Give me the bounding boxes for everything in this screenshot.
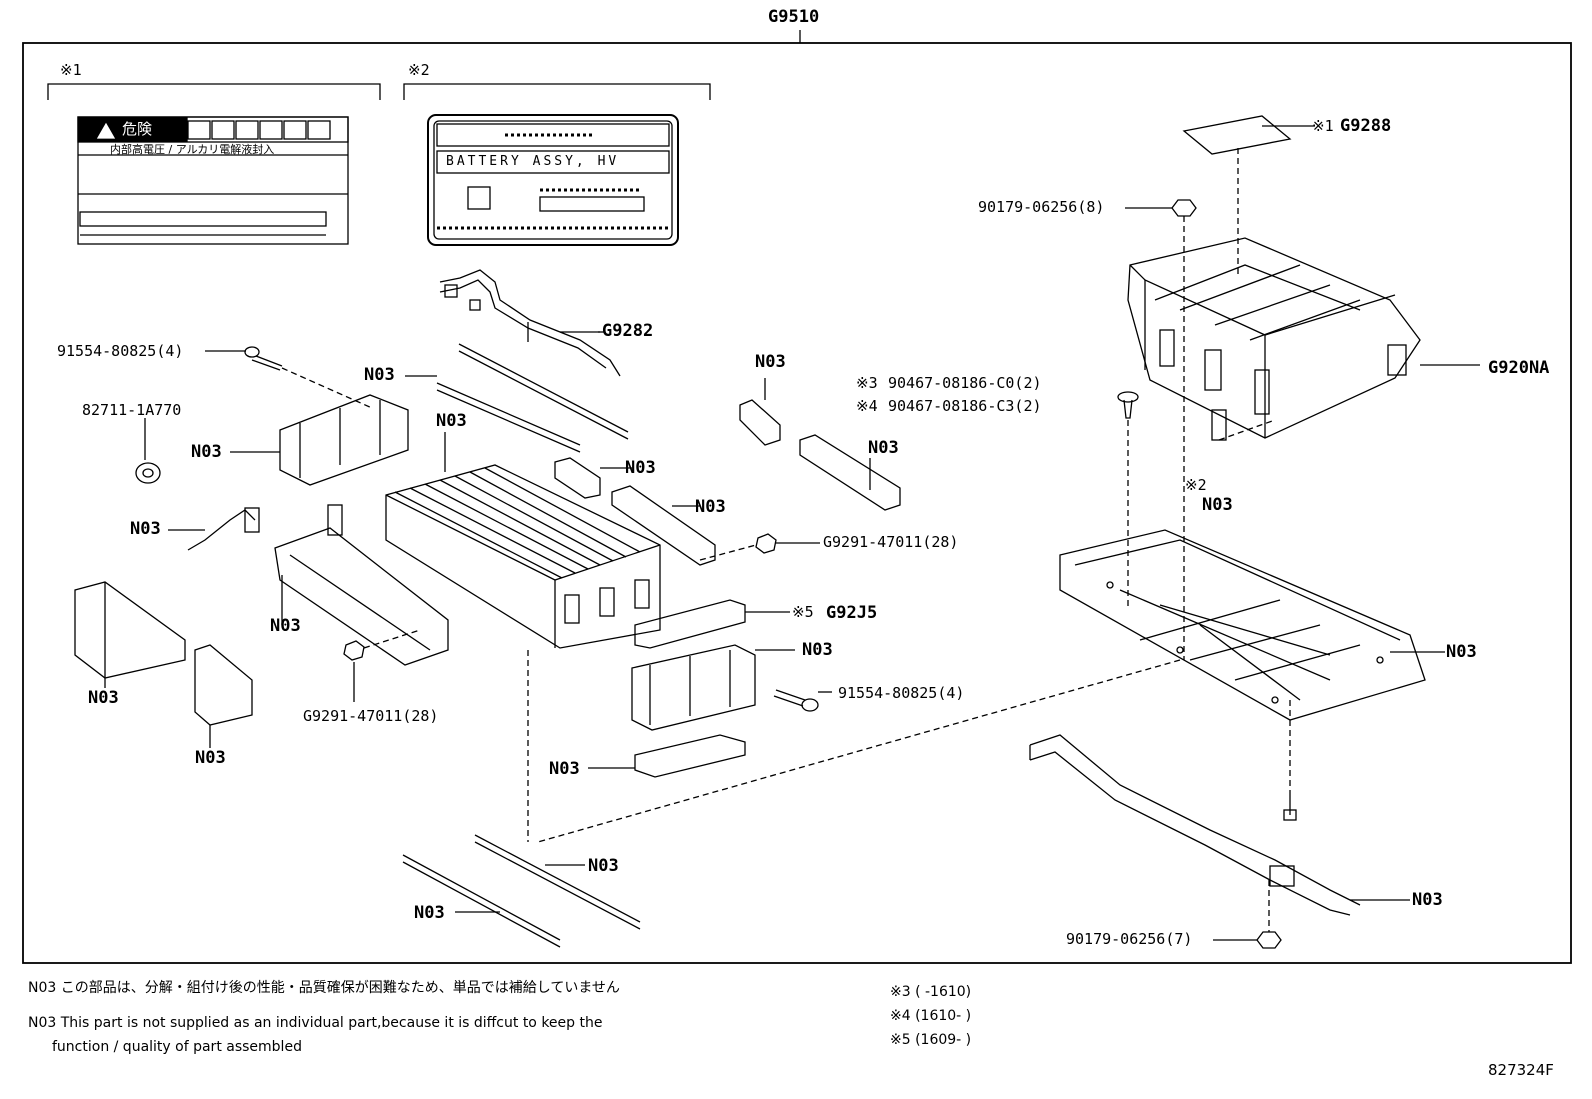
ref2-mark: ※2 [408,61,430,79]
warning-label [77,116,349,245]
note-english-line1: N03 This part is not supplied as an indi… [28,1015,603,1031]
nut-g9291-right-label: G9291-47011(28) [823,533,959,551]
n03-busbar-b-label: N03 [695,497,726,517]
clip-4-label: 90467-08186-C3(2) [888,397,1042,415]
battery-label-text: BATTERY ASSY, HV [446,154,620,169]
note-japanese: N03 この部品は、分解・組付け後の性能・品質確保が困難なため、単品では補給して… [28,980,620,996]
upper-case-cover [1127,237,1480,439]
bracket-right-small [739,378,781,446]
dashed-nut-right [699,544,757,561]
g9288-mark: ※1 [1312,117,1334,135]
busbar-center-b [611,485,716,566]
dashed-nut-left [363,629,421,649]
n03-rod-top-label: N03 [364,365,395,385]
n03-bottom-bracket-label: N03 [549,759,580,779]
g920na-label: G920NA [1488,358,1550,378]
dashed-bolt-left [281,367,373,409]
note-english-line2: function / quality of part assembled [52,1039,302,1055]
bolt-91554-left [205,346,283,371]
bolt-91554-right-label: 91554-80825(4) [838,684,965,702]
g9288-sheet [1182,115,1315,155]
assembly-lines-right [537,148,1291,932]
n03-right-bracket-label: N03 [868,438,899,458]
n03-busbar-left-label: N03 [270,616,301,636]
warning-title: 危険 [122,120,153,138]
grommet-82711 [135,418,161,484]
lower-bracket-beam [1029,734,1410,916]
n03-bracket-left-label: N03 [191,442,222,462]
clip-3-mark: ※3 [856,374,878,392]
rod-bottom-a [474,834,641,930]
nut-g9291-left [343,640,365,702]
n03-wire-label: N03 [130,519,161,539]
ref1-bracket [47,83,381,100]
bracket-right-long [799,434,901,511]
bolt-91554-left-label: 91554-80825(4) [57,342,184,360]
end-plate-a [74,581,186,688]
assembly-frame [22,30,1572,964]
n03-tray-label: N03 [1446,642,1477,662]
g9288-label: G9288 [1340,116,1392,136]
clip-3-label: 90467-08186-C0(2) [888,374,1042,392]
rod-bottom-b [402,854,561,948]
battery-label [427,114,679,246]
note-ref5: ※5 (1609- ) [890,1032,972,1048]
nut-g9291-right [755,533,820,554]
n03-end-plate-b-label: N03 [195,748,226,768]
n03-center-label: N03 [755,352,786,372]
figure-id: 827324F [1488,1061,1554,1079]
note-ref4: ※4 (1610- ) [890,1008,972,1024]
n03-end-plate-a-label: N03 [88,688,119,708]
nut-90179-bottom [1213,931,1282,949]
n03-busbar-a-label: N03 [625,458,656,478]
g9282-wire [439,269,621,377]
g9282-label: G9282 [602,321,654,341]
battery-module-block [385,432,661,649]
wire-left [168,507,260,551]
n03-rod-b-label: N03 [588,856,619,876]
nut-g9291-left-label: G9291-47011(28) [303,707,439,725]
clip-4-mark: ※4 [856,397,878,415]
n03-cover-label: N03 [802,640,833,660]
module-cover [631,644,795,731]
nut-90179-top [1125,199,1197,217]
assembly-code-label: G9510 [768,7,820,27]
bracket-plate-left [230,394,409,486]
busbar-left [274,504,449,666]
bolt-91554-right [773,689,832,712]
ref2-bracket [403,83,711,100]
rod-top [405,343,629,453]
bolt-lower-tray [1283,790,1297,821]
end-plate-b [194,644,253,748]
note-ref3: ※3 ( -1610) [890,984,972,1000]
n03-block-label: N03 [436,411,467,431]
lower-tray [1059,529,1445,721]
nut-90179-top-label: 90179-06256(8) [978,198,1105,216]
warning-subtitle: 内部高電圧 / アルカリ電解液封入 [110,143,275,156]
clip-90467 [1117,391,1139,419]
g92j5-part [634,599,790,649]
cover-label-mark: ※2 [1185,476,1207,494]
busbar-center-a [554,457,632,499]
n03-harness-label: N03 [1412,890,1443,910]
grommet-82711-label: 82711-1A770 [82,401,182,419]
tray-center [588,734,746,778]
nut-90179-bottom-label: 90179-06256(7) [1066,930,1193,948]
n03-rod-c-label: N03 [414,903,445,923]
cover-label-n03: N03 [1202,495,1233,515]
ref1-mark: ※1 [60,61,82,79]
g92j5-mark: ※5 [792,603,814,621]
g92j5-label: G92J5 [826,603,878,623]
